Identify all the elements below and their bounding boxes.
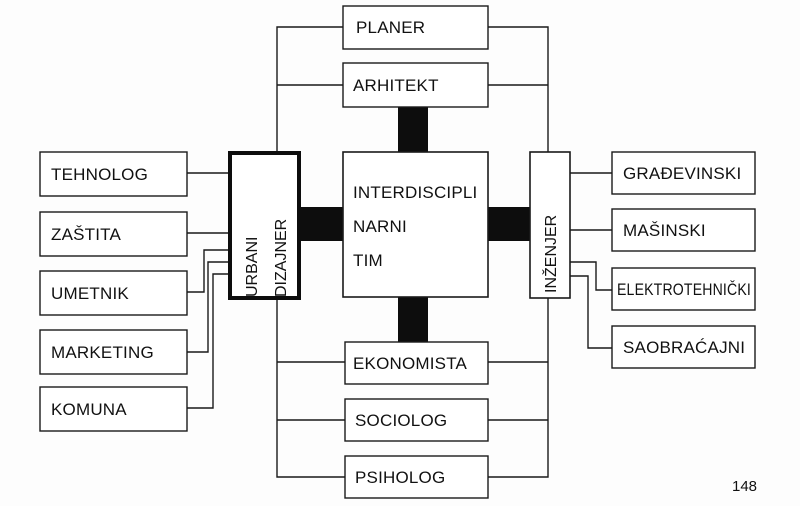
box-gradevinski: GRAĐEVINSKI [611, 151, 756, 195]
box-label: EKONOMISTA [353, 354, 468, 373]
box-label: MAŠINSKI [623, 221, 706, 240]
hub-urbani-line-2: DIZAJNER [273, 219, 290, 297]
box-umetnik: UMETNIK [39, 270, 188, 316]
connector-elektrotehnicki [570, 261, 612, 291]
center-line-1: INTERDISCIPLI [353, 183, 477, 202]
thick-connector-right [487, 207, 530, 241]
box-label: ZAŠTITA [51, 225, 121, 244]
thick-connectors [300, 107, 530, 343]
connector-saobracajni [570, 275, 612, 349]
connector-lines [187, 26, 612, 478]
page-number: 148 [732, 478, 757, 495]
center-line-3: TIM [353, 251, 383, 270]
box-label: ARHITEKT [353, 76, 439, 95]
hub-urbani-dizajner: URBANI DIZAJNER [228, 151, 301, 300]
box-label: KOMUNA [51, 400, 127, 419]
connector-marketing [187, 261, 230, 353]
box-label: SOCIOLOG [355, 411, 447, 430]
center-box: INTERDISCIPLI NARNI TIM [342, 151, 489, 298]
box-label: MARKETING [51, 343, 154, 362]
box-elektrotehnicki: ELEKTROTEHNIČKI [611, 267, 756, 311]
box-masinski: MAŠINSKI [611, 208, 756, 252]
center-line-2: NARNI [353, 217, 407, 236]
box-label: PLANER [356, 18, 425, 37]
box-label: PSIHOLOG [355, 468, 445, 487]
connector-left-rail-bottom [276, 298, 345, 478]
connector-planer-right [488, 26, 549, 152]
thick-connector-left [300, 207, 344, 241]
box-label: UMETNIK [51, 284, 129, 303]
hub-inzenjer-label: INŽENJER [541, 215, 560, 293]
box-label: ELEKTROTEHNIČKI [617, 280, 751, 299]
box-komuna: KOMUNA [39, 386, 188, 432]
hub-urbani-line-1: URBANI [244, 237, 261, 297]
box-arhitekt: ARHITEKT [342, 62, 489, 108]
box-marketing: MARKETING [39, 329, 188, 375]
thick-connector-bottom [398, 297, 428, 343]
box-tehnolog: TEHNOLOG [39, 151, 188, 197]
connector-umetnik [187, 249, 230, 293]
connector-komuna [187, 273, 230, 409]
box-ekonomista: EKONOMISTA [344, 341, 489, 385]
box-planer: PLANER [342, 5, 489, 50]
box-sociolog: SOCIOLOG [344, 398, 489, 442]
box-label: GRAĐEVINSKI [623, 164, 741, 183]
connector-planer-left [276, 26, 343, 152]
box-label: TEHNOLOG [51, 165, 148, 184]
box-saobracajni: SAOBRAĆAJNI [611, 325, 756, 369]
box-psiholog: PSIHOLOG [344, 455, 489, 499]
hub-inzenjer: INŽENJER [529, 151, 571, 299]
box-label: SAOBRAĆAJNI [623, 338, 745, 357]
box-zastita: ZAŠTITA [39, 211, 188, 257]
thick-connector-top [398, 107, 428, 154]
connector-right-rail-bottom [488, 298, 549, 478]
